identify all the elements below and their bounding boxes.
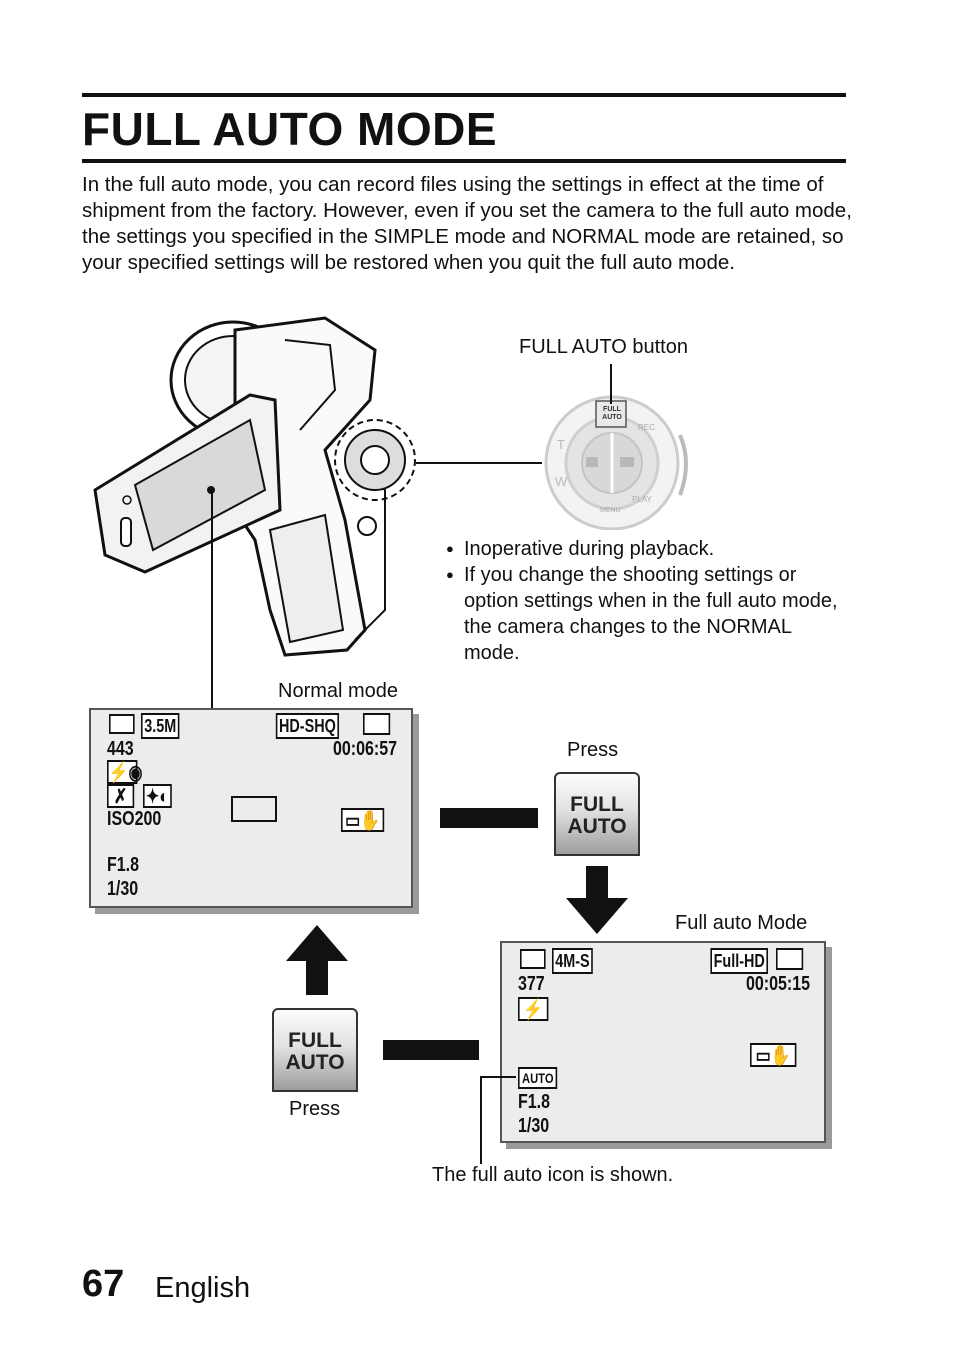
icon-leader-vertical <box>480 1076 482 1164</box>
title-rule-top <box>82 93 846 97</box>
shutter-value: 1/30 <box>518 1115 550 1137</box>
dial-leader-line <box>416 462 542 464</box>
notes-list: Inoperative during playback. If you chan… <box>446 536 846 666</box>
full-auto-icon-caption: The full auto icon is shown. <box>432 1164 674 1186</box>
dial-play-label: PLAY <box>632 495 652 504</box>
normal-mode-screen: 3.5M HD-SHQ 443 00:06:57 ⚡◉ ✗ ✦◐ ISO200 … <box>89 708 413 908</box>
note-item: If you change the shooting settings or o… <box>446 562 846 666</box>
connector-bar-bottom <box>383 1040 479 1060</box>
dial-w-label: W <box>555 474 568 489</box>
dial-t-label: T <box>557 437 565 452</box>
dial-menu-label: MENU <box>600 507 621 514</box>
scene-sports-icon: ✗ <box>107 784 135 808</box>
full-auto-mode-caption: Full auto Mode <box>675 912 808 934</box>
language-label: English <box>155 1272 251 1304</box>
full-auto-button-callout: FULL AUTO button <box>519 336 688 358</box>
battery-icon <box>520 949 546 969</box>
dial-full-auto-label: FULL AUTO <box>602 406 622 421</box>
recording-time: 00:06:57 <box>332 738 397 760</box>
image-stabilizer-icon: ▭✋ <box>750 1043 797 1067</box>
flash-auto-icon: ⚡ <box>518 997 549 1021</box>
aperture-value: F1.8 <box>518 1091 551 1113</box>
arrow-up-icon <box>286 925 348 995</box>
recording-time: 00:05:15 <box>745 973 810 995</box>
flash-redeye-icon: ⚡◉ <box>107 760 143 784</box>
title-rule-bottom <box>82 159 846 163</box>
battery-icon <box>109 714 135 734</box>
resolution-badge: 4M-S <box>552 948 593 974</box>
video-mode-badge: HD-SHQ <box>275 713 339 739</box>
control-dial <box>544 395 688 530</box>
screen-leader-line <box>211 490 213 708</box>
iso-value: ISO200 <box>107 808 162 830</box>
full-auto-mode-screen: 4M-S Full-HD 377 00:05:15 ⚡ ▭✋ AUTO F1.8… <box>500 941 826 1143</box>
note-item: Inoperative during playback. <box>446 536 846 562</box>
arrow-down-icon <box>566 866 628 934</box>
page-title: FULL AUTO MODE <box>82 103 498 155</box>
image-stabilizer-icon: ▭✋ <box>341 808 385 832</box>
resolution-badge: 3.5M <box>141 713 180 739</box>
page-number: 67 <box>82 1263 125 1305</box>
press-label-top: Press <box>567 739 619 761</box>
press-label-bottom: Press <box>289 1098 341 1120</box>
camera-illustration <box>93 316 416 657</box>
shutter-value: 1/30 <box>107 878 139 900</box>
filter-icon: ✦◐ <box>143 784 172 808</box>
screen-leader-dot <box>207 486 215 494</box>
callout-line <box>610 364 612 404</box>
focus-frame <box>231 796 277 822</box>
full-auto-icon: AUTO <box>518 1067 558 1089</box>
connector-bar-top <box>440 808 538 828</box>
film-icon <box>363 713 391 735</box>
shots-remaining: 443 <box>107 738 134 760</box>
shots-remaining: 377 <box>518 973 545 995</box>
intro-paragraph: In the full auto mode, you can record fi… <box>82 173 852 274</box>
aperture-value: F1.8 <box>107 854 140 876</box>
icon-leader-horizontal <box>480 1076 516 1078</box>
dial-rec-label: REC <box>638 423 655 432</box>
film-icon <box>776 948 804 970</box>
normal-mode-caption: Normal mode <box>278 680 399 702</box>
video-mode-badge: Full-HD <box>710 948 768 974</box>
